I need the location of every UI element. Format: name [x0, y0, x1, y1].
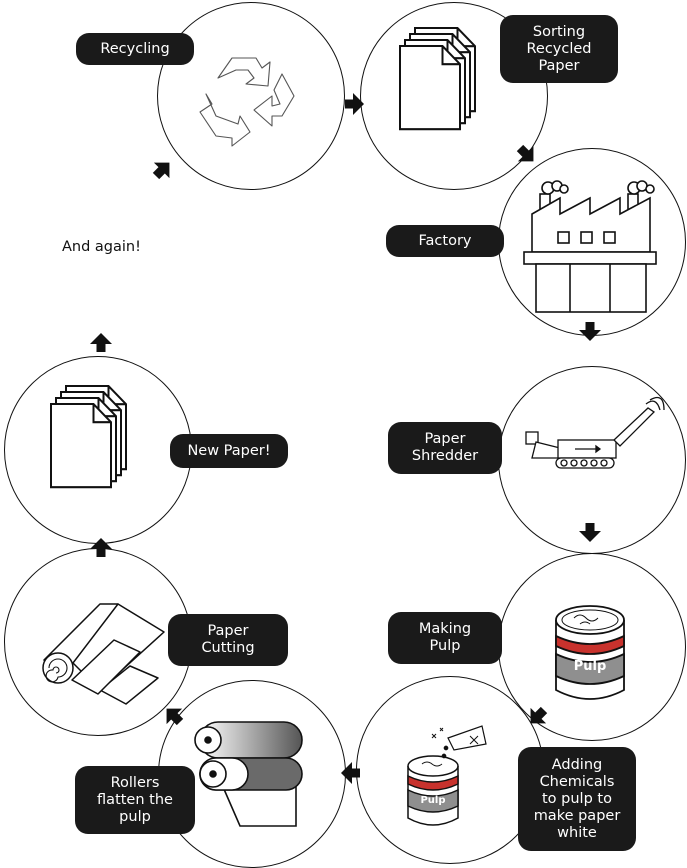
label-factory: Factory [386, 225, 504, 257]
pulp-can-label: Pulp [574, 659, 607, 674]
arrow-pulp-to-chemicals [522, 702, 552, 732]
label-rollers: Rollers flatten the pulp [75, 766, 195, 834]
arrow-loop-to-recycling [148, 154, 178, 184]
loop-caption: And again! [62, 239, 141, 255]
paper-roll-icon [42, 603, 165, 705]
label-shredder: Paper Shredder [388, 422, 502, 474]
label-newpaper: New Paper! [170, 434, 288, 468]
arrow-sorting-to-factory [512, 140, 542, 170]
arrow-recycling-to-sorting [345, 93, 364, 115]
chemicals-can-label: Pulp [420, 795, 445, 806]
arrow-chemicals-to-rollers [341, 762, 360, 784]
arrow-cutting-to-newpaper [90, 538, 112, 557]
paper-stack-icon [398, 26, 477, 131]
pulp-can-icon [555, 605, 625, 700]
label-cutting: Paper Cutting [168, 614, 288, 666]
rollers-icon [194, 721, 303, 827]
arrow-factory-to-shredder [579, 322, 601, 341]
label-chemicals: Adding Chemicals to pulp to make paper w… [518, 747, 636, 851]
chemicals-can-icon [407, 725, 487, 826]
label-recycling: Recycling [76, 33, 194, 65]
step-circle-recycling [157, 2, 345, 190]
arrow-newpaper-up [90, 333, 112, 352]
label-sorting: Sorting Recycled Paper [500, 15, 618, 83]
new-paper-stack-icon [49, 384, 128, 489]
arrow-rollers-to-cutting [158, 700, 188, 730]
label-pulp: Making Pulp [388, 612, 502, 664]
shredder-machine-icon [525, 396, 665, 469]
arrow-shredder-to-pulp [579, 523, 601, 542]
factory-icon [523, 180, 657, 313]
recycle-icon [199, 57, 295, 147]
